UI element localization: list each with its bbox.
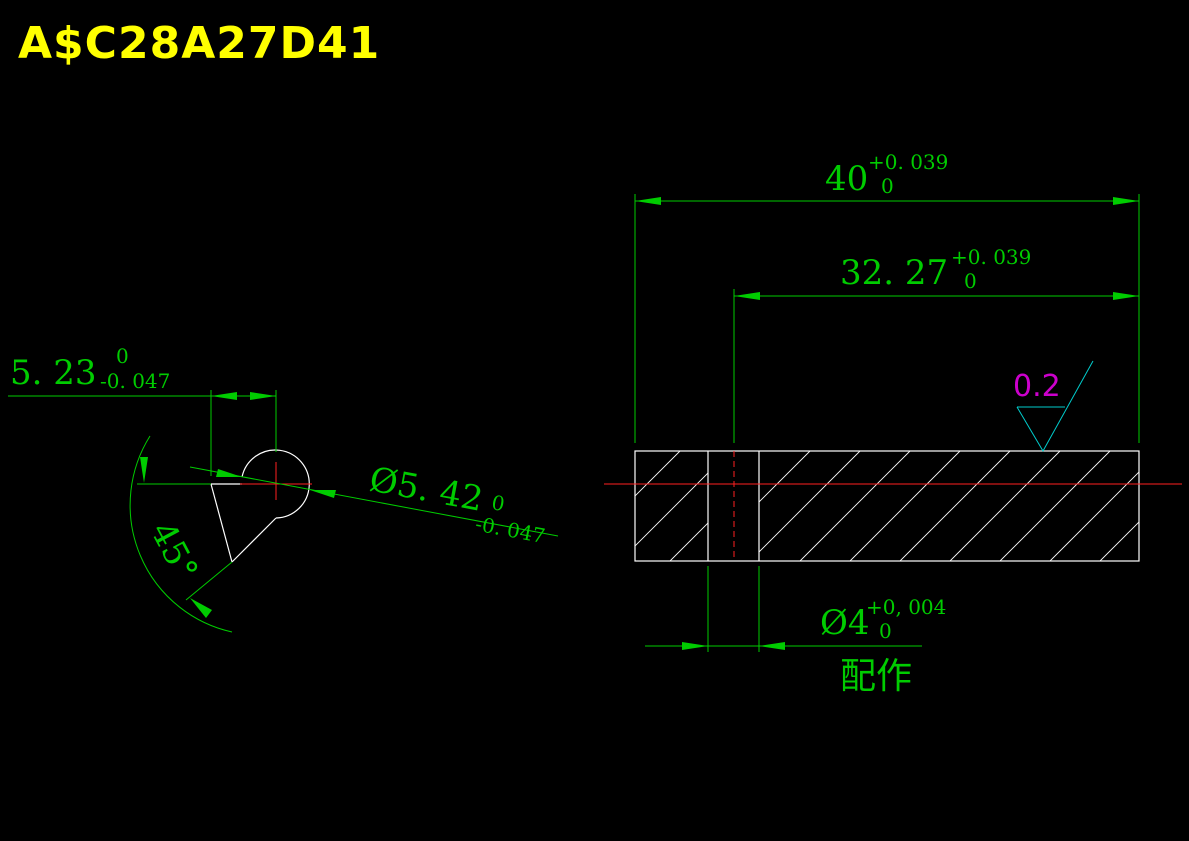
- dim-hole-offset-lower: 0: [964, 269, 977, 293]
- dim-hole-diameter-value: Ø4: [820, 603, 870, 643]
- part-section-view: [604, 450, 1182, 562]
- dim-hole-offset-value: 32. 27: [840, 253, 948, 293]
- dim-flat-depth-lower: -0. 047: [100, 369, 170, 393]
- dim-hole-offset-upper: +0. 039: [951, 245, 1031, 269]
- dim-overall-length-lower: 0: [881, 174, 894, 198]
- part-outline: [634, 450, 1140, 562]
- dimension-hole-diameter: [645, 566, 922, 652]
- dimension-angle: [129, 435, 233, 633]
- dim-overall-length-upper: +0. 039: [868, 150, 948, 174]
- dim-hole-diameter-lower: 0: [879, 619, 892, 643]
- dimension-overall-length: [634, 194, 1140, 443]
- surface-roughness-value: 0.2: [1013, 369, 1061, 404]
- dim-flat-depth-value: 5. 23: [10, 353, 97, 393]
- dimension-pin-diameter: [189, 466, 559, 537]
- dimension-hole-offset: [733, 289, 1139, 443]
- dim-pin-diameter-lower: -0. 047: [473, 512, 547, 549]
- pin-flat-edge: [231, 517, 277, 563]
- dim-hole-diameter-note: 配作: [840, 656, 912, 697]
- dim-hole-diameter-upper: +0, 004: [866, 595, 946, 619]
- dim-overall-length-value: 40: [825, 159, 868, 199]
- pin-outline-arc: [241, 449, 310, 519]
- surface-roughness-symbol: [1016, 360, 1094, 453]
- drawing-title: A$C28A27D41: [18, 18, 380, 69]
- pin-flat-edge-2: [210, 483, 233, 563]
- dim-flat-depth-upper: 0: [116, 344, 129, 368]
- hatching-right: [759, 451, 1139, 561]
- dimension-flat-depth: [8, 390, 277, 476]
- pin-end-view: [210, 449, 312, 563]
- dim-pin-diameter-upper: 0: [490, 490, 507, 516]
- hatching-left: [635, 451, 708, 561]
